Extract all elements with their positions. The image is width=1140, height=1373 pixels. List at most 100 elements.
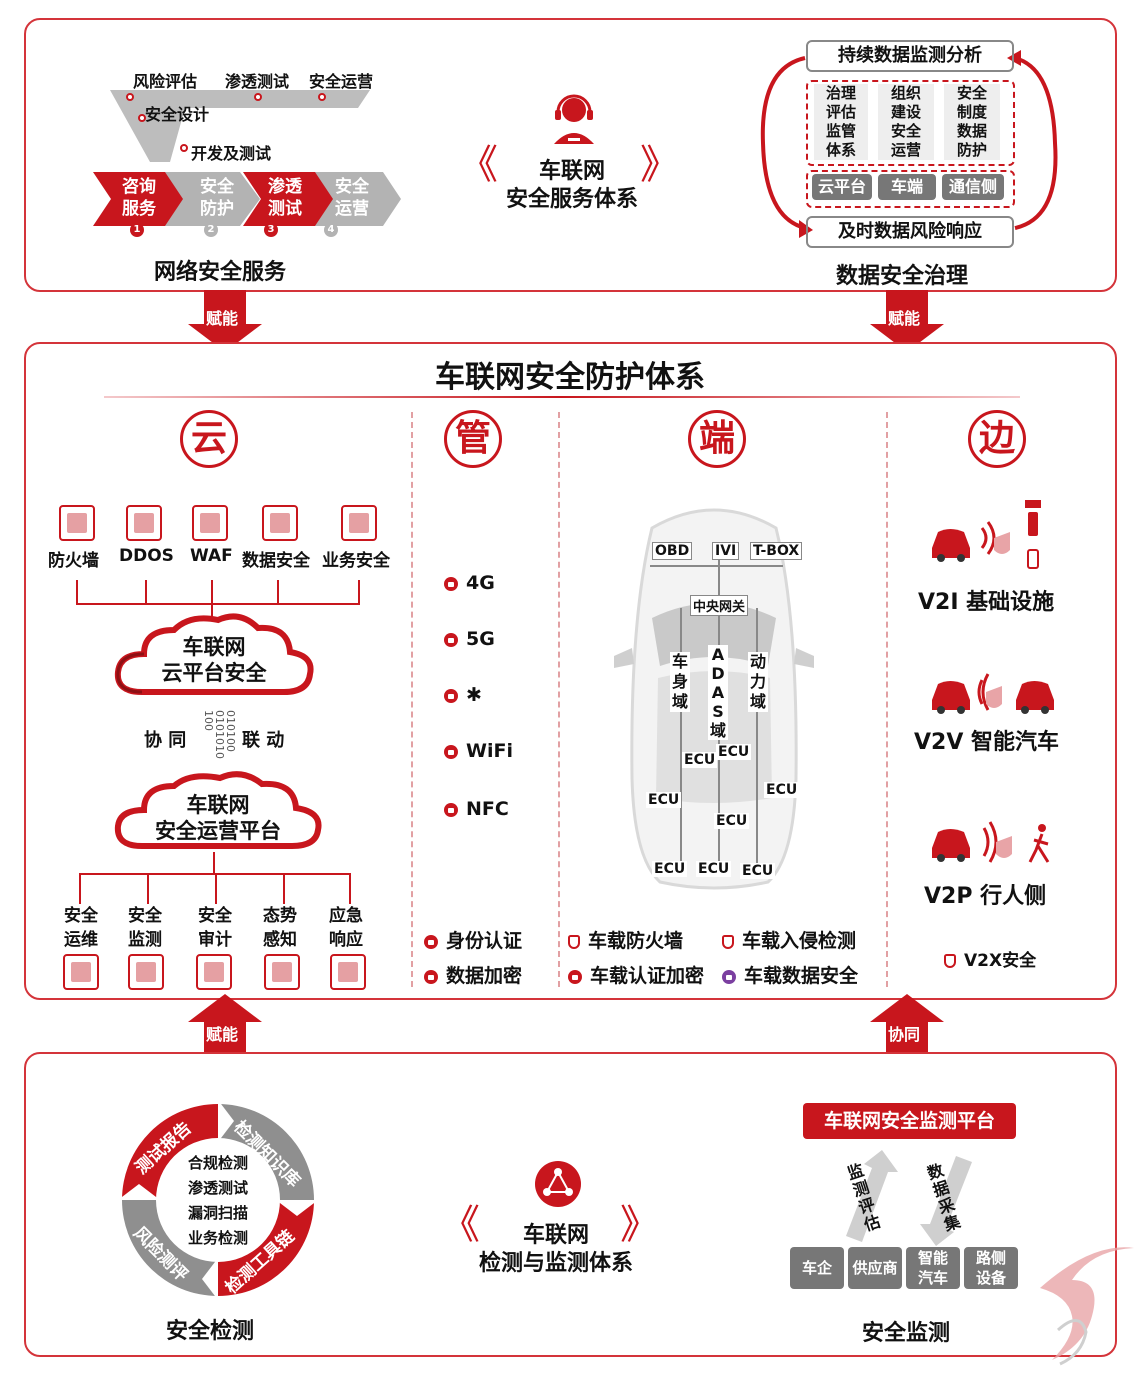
purple-lock-icon	[722, 969, 736, 984]
chevron-num-2: 2	[204, 223, 218, 237]
end-head: 端	[688, 410, 746, 468]
shield-icon	[722, 934, 734, 949]
pipe-head: 管	[444, 410, 502, 468]
step-risk-assessment: 风险评估	[133, 72, 198, 91]
brand-swoosh-logo	[1040, 1247, 1134, 1366]
legend-vehicle-data: 车载数据安全	[722, 961, 858, 988]
down-arrow-right	[870, 290, 944, 352]
cloud-connector-lines	[76, 580, 360, 620]
lock-icon	[424, 934, 438, 949]
gov-top-label: 持续数据监测分析	[806, 40, 1014, 72]
ecu-1: ECU	[682, 752, 718, 768]
divider-3	[886, 412, 888, 987]
up-arrow-right	[870, 994, 944, 1056]
step-pentest: 渗透测试	[225, 72, 290, 91]
domain-power: 动力域	[748, 652, 768, 712]
cloud-platform-label: 车联网云平台安全	[161, 635, 267, 685]
party-oem: 车企	[790, 1247, 844, 1289]
cloud-icon-label-5: 业务安全	[322, 551, 390, 571]
v2p-graphic	[932, 821, 1050, 863]
monitor-arrows	[846, 1150, 972, 1246]
ecu-3: ECU	[764, 782, 800, 798]
ecu-7: ECU	[696, 861, 732, 877]
ecu-5: ECU	[714, 813, 750, 829]
ops-item-2: 安全监测	[128, 906, 162, 950]
node-obd: OBD	[652, 542, 693, 560]
right-double-chevron-icon: 》	[620, 1202, 660, 1248]
v2i-graphic	[932, 500, 1041, 569]
down-arrow-right-label: 赋能	[888, 309, 921, 328]
step-security-design: 安全设计	[145, 105, 210, 124]
up-arrow-left	[188, 994, 262, 1056]
party-roadside: 路侧设备	[964, 1247, 1018, 1289]
gov-col-3: 安全制度数据防护	[944, 84, 1000, 160]
ops-connector-lines	[79, 852, 351, 904]
v2v-graphic	[932, 673, 1054, 714]
ecu-4: ECU	[646, 792, 682, 808]
lock-icon	[444, 576, 458, 591]
gov-grid-frame	[806, 80, 1015, 166]
detect-system-title: 车联网检测与监测体系	[478, 1223, 633, 1276]
ecu-8: ECU	[740, 863, 776, 879]
car-line-top	[650, 565, 783, 567]
link-left-label: 协 同	[144, 730, 187, 751]
cloud-head: 云	[180, 410, 238, 468]
legend-encryption: 数据加密	[424, 961, 522, 988]
lock-icon	[568, 969, 582, 984]
chevron-operation: 安全运营	[335, 177, 369, 219]
data-security-icon	[262, 505, 298, 541]
car-line-right	[756, 608, 758, 868]
monitor-platform-label: 车联网安全监测平台	[803, 1103, 1016, 1139]
firewall-icon	[59, 505, 95, 541]
network-nodes-icon	[535, 1161, 581, 1207]
edge-v2x: V2X安全	[944, 946, 1036, 971]
cloud-icon-label-4: 数据安全	[242, 551, 310, 571]
chevron-num-3: 3	[264, 223, 278, 237]
left-double-chevron-icon: 《	[458, 142, 498, 188]
edge-v2v: V2V 智能汽车	[914, 730, 1060, 755]
ring-inner-list: 合规检测渗透测试漏洞扫描业务检测	[187, 1154, 248, 1247]
ops-audit-icon	[196, 954, 232, 990]
lock-icon	[444, 802, 458, 817]
link-right-label: 联 动	[242, 730, 285, 751]
ops-item-4: 态势感知	[263, 906, 297, 950]
down-arrow-left	[188, 290, 262, 352]
gov-col-1: 治理评估监管体系	[814, 84, 868, 160]
business-security-icon	[341, 505, 377, 541]
waf-icon	[192, 505, 228, 541]
ops-response-icon	[330, 954, 366, 990]
gov-title: 数据安全治理	[836, 264, 969, 289]
edge-v2p: V2P 行人侧	[924, 884, 1047, 909]
divider-1	[411, 412, 413, 987]
chevron-num-4: 4	[324, 223, 338, 237]
car-line-left	[680, 608, 682, 868]
bluetooth-icon: ✱	[466, 684, 482, 706]
ops-item-1: 安全运维	[64, 906, 98, 950]
legend-vehicle-auth: 车载认证加密	[568, 961, 704, 988]
detection-ring	[118, 1100, 318, 1300]
pipe-item-5g: 5G	[444, 628, 495, 650]
ops-platform-label: 车联网安全运营平台	[155, 793, 281, 843]
gov-col-2: 组织建设安全运营	[878, 84, 934, 160]
middle-title: 车联网安全防护体系	[435, 360, 705, 395]
cloud-platform-shape	[114, 613, 314, 695]
service-chevrons	[93, 172, 401, 226]
lock-icon	[424, 969, 438, 984]
lock-icon	[444, 744, 458, 759]
edge-head: 边	[968, 410, 1026, 468]
lock-icon	[444, 688, 458, 703]
node-tbox: T-BOX	[750, 542, 803, 560]
pipe-item-bluetooth: ✱	[444, 684, 482, 706]
cloud-icon-label-3: WAF	[190, 546, 233, 566]
chevron-pentest: 渗透测试	[268, 177, 302, 219]
detection-title: 安全检测	[166, 1319, 255, 1344]
gov-part-cloud: 云平台	[812, 174, 872, 200]
divider-2	[558, 412, 560, 987]
monitor-title: 安全监测	[862, 1321, 951, 1346]
cloud-icon-label-1: 防火墙	[48, 551, 99, 571]
party-smart-car: 智能汽车	[906, 1247, 960, 1289]
shield-icon	[568, 934, 580, 949]
ops-maintenance-icon	[63, 954, 99, 990]
legend-vehicle-ids: 车载入侵检测	[722, 926, 856, 953]
shield-icon	[944, 954, 956, 968]
